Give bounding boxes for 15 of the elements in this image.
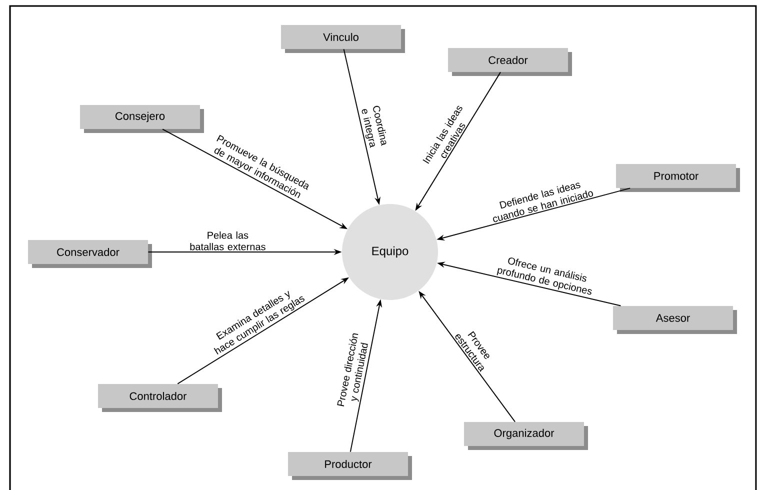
role-box: Conservador	[28, 240, 152, 268]
edge-label: Defiende las ideas cuando se han iniciado	[493, 182, 594, 222]
role-box: Controlador	[98, 384, 222, 412]
edge-label: Coordina e integra	[362, 106, 386, 148]
edge-label: Ofrece un análisis profundo de opciones	[496, 258, 592, 295]
role-box: Vinculo	[281, 25, 405, 53]
role-box: Organizador	[464, 422, 588, 450]
role-box: Consejero	[80, 105, 204, 133]
role-box: Promotor	[616, 164, 740, 192]
role-box: Productor	[288, 452, 412, 480]
role-box: Asesor	[613, 306, 737, 334]
edge-label: Pelea las batallas externas	[190, 231, 266, 250]
role-box: Creador	[448, 48, 572, 76]
circle-node: Equipo	[342, 204, 438, 300]
edge-label: Provee dirección y continuidad	[337, 333, 368, 406]
